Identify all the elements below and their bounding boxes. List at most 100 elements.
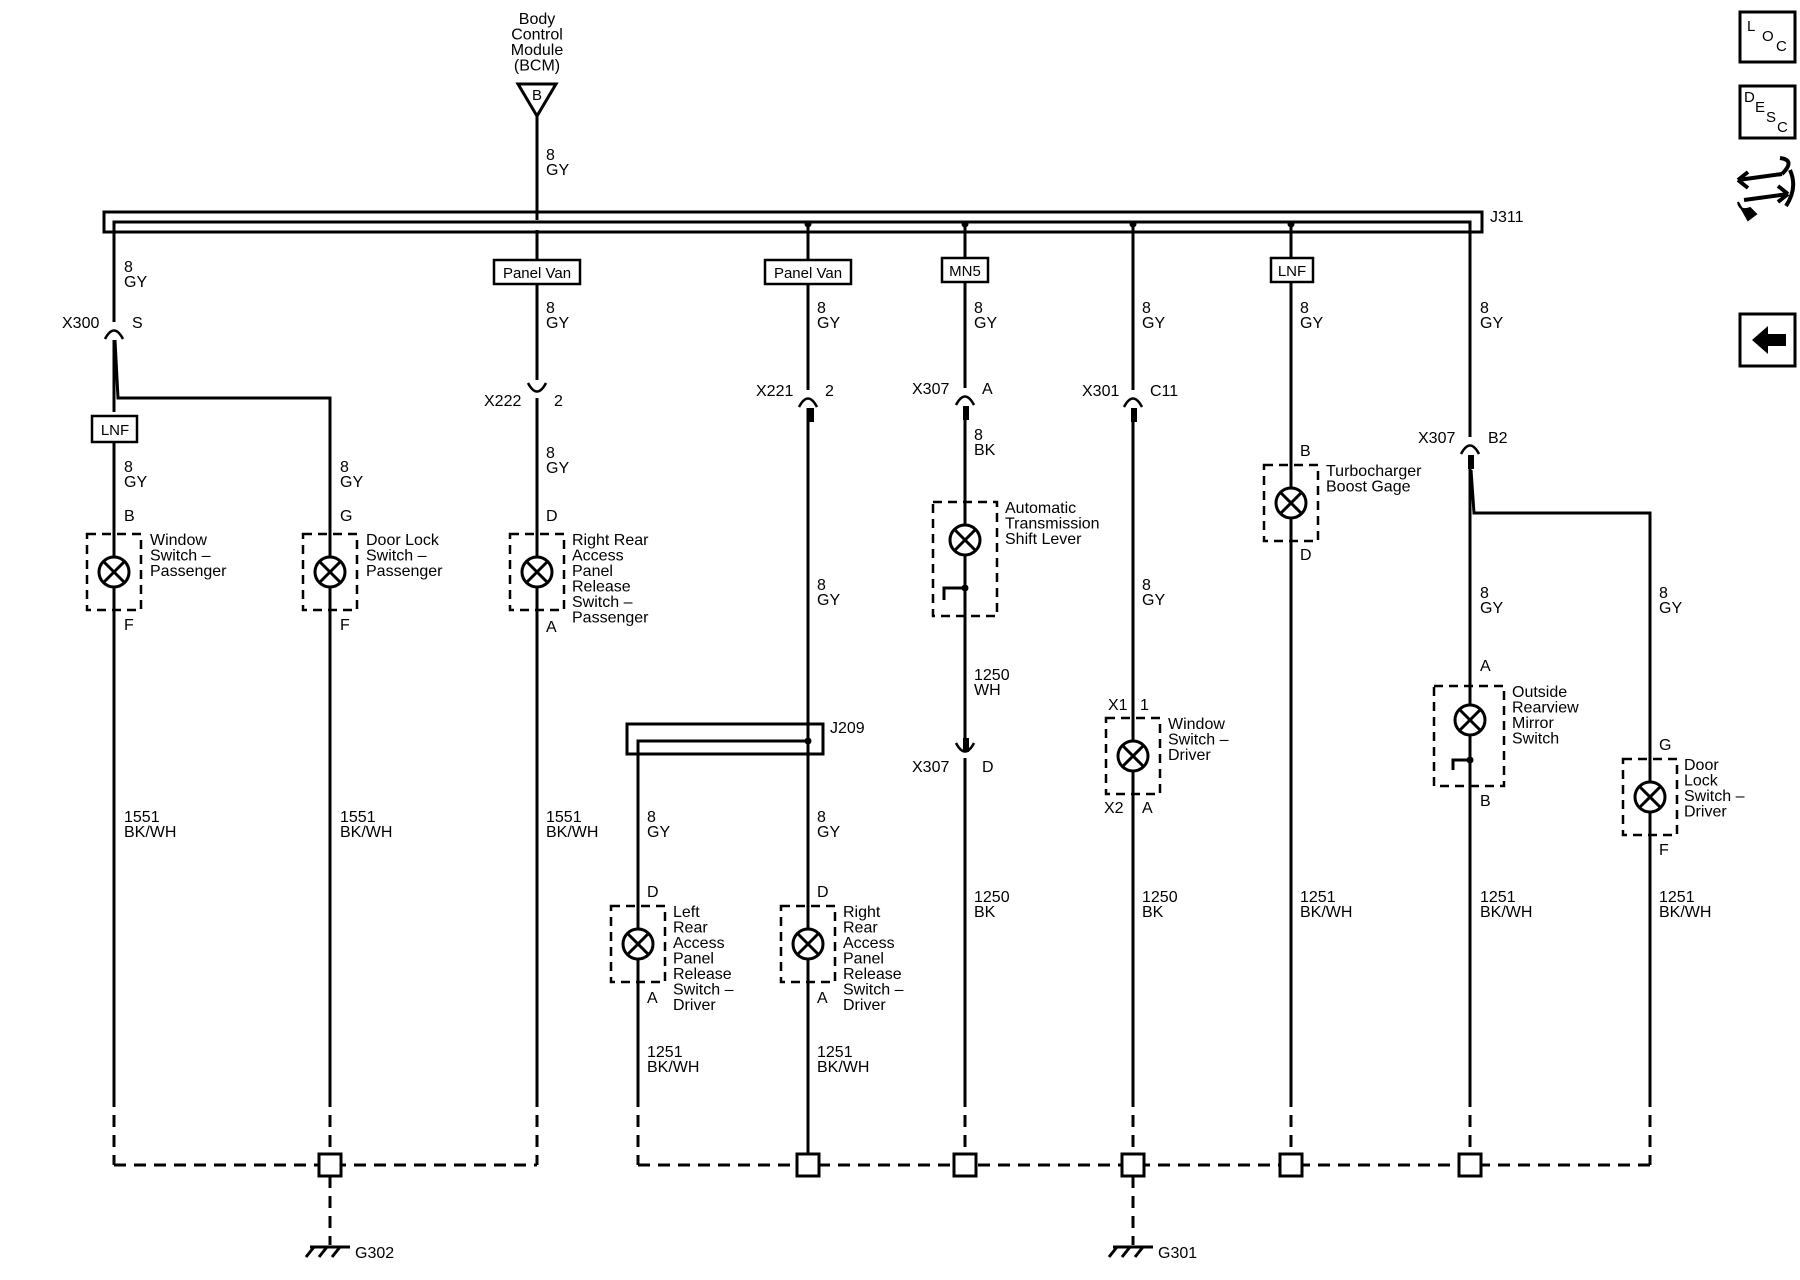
c3-pin-top: D — [546, 508, 558, 525]
ground-g301-icon — [1107, 1245, 1153, 1258]
c5-name-line: Rear — [843, 920, 878, 937]
wire-label-line: 8 — [817, 300, 826, 317]
c4-name-line: Switch – — [673, 982, 734, 999]
splice-j311-label: J311 — [1490, 209, 1524, 226]
c3-name-line: Release — [572, 579, 631, 596]
wire-label-line: BK/WH — [647, 1059, 699, 1076]
loc-letter: C — [1776, 38, 1787, 55]
component-outline — [779, 904, 837, 984]
c5-pin-top: D — [817, 884, 829, 901]
left-rear-access-panel-driver — [609, 904, 667, 984]
wire-label-line: 1250 — [974, 889, 1010, 906]
wrench-icon[interactable] — [1737, 201, 1758, 222]
splice-bar-outer — [102, 210, 1484, 234]
x222-connector — [526, 382, 548, 393]
c5-name-line: Right — [843, 904, 881, 921]
loc-letter: O — [1762, 28, 1774, 45]
wire-label-line: GY — [1142, 315, 1165, 332]
ground-g301-label: G301 — [1158, 1245, 1197, 1262]
c10-name-line: Door — [1684, 757, 1719, 774]
c4-name-line: Panel — [673, 951, 714, 968]
ground-junction — [1120, 1152, 1146, 1178]
x222-label: X222 — [484, 393, 521, 410]
wire-label-line: GY — [974, 315, 997, 332]
lamp-cross — [1638, 785, 1662, 809]
wire-label-line: 8 — [1659, 585, 1668, 602]
wire-label-line: 8 — [974, 427, 983, 444]
c7-name-line: Window — [1168, 716, 1225, 733]
c7-pin-bot: A — [1142, 800, 1153, 817]
opt-mn5: MN5 — [949, 263, 981, 280]
ground-junction — [952, 1152, 978, 1178]
right-rear-access-panel-passenger — [508, 532, 566, 612]
opt-lnf1-box — [90, 414, 139, 444]
c9-name-line: Mirror — [1512, 715, 1554, 732]
wire-label-line: BK/WH — [546, 824, 598, 841]
c7-name-line: Driver — [1168, 747, 1211, 764]
wire-label-line: GY — [817, 824, 840, 841]
x301-connector — [1122, 397, 1144, 408]
c9-pin-top: A — [1480, 658, 1491, 675]
x221-pin: 2 — [825, 383, 834, 400]
location-button[interactable]: LOC — [1738, 10, 1797, 64]
bcm-label-line: Control — [511, 27, 563, 44]
c4-name-line: Release — [673, 966, 732, 983]
splice-dot — [1287, 220, 1295, 228]
c9-name-line: Rearview — [1512, 700, 1579, 717]
wire-label-line: GY — [1480, 315, 1503, 332]
loc-letter: L — [1747, 18, 1755, 35]
wire-label-line: 8 — [1300, 300, 1309, 317]
c3-name-line: Passenger — [572, 610, 649, 627]
desc-letter: E — [1755, 99, 1765, 116]
wire-label-line: 1251 — [1659, 889, 1695, 906]
wire-label-line: GY — [546, 460, 569, 477]
c10-name-line: Driver — [1684, 804, 1727, 821]
description-button-frame[interactable] — [1738, 84, 1797, 140]
ground-tick — [304, 1246, 316, 1258]
ground-g302-icon — [304, 1245, 350, 1258]
splice-j209-outer — [625, 722, 825, 756]
door-lock-switch-driver — [1621, 757, 1679, 837]
ground-junction — [1457, 1152, 1483, 1178]
c3-name-line: Panel — [572, 563, 613, 580]
wire-label-line: 8 — [817, 809, 826, 826]
c7-name-line: Switch – — [1168, 732, 1229, 749]
x221-pin-block — [808, 408, 814, 422]
c10-name-line: Lock — [1684, 773, 1719, 790]
wire-label-line: 1251 — [647, 1044, 683, 1061]
desc-letter: C — [1777, 119, 1788, 136]
c3-name-line: Switch – — [572, 594, 633, 611]
wire — [113, 339, 332, 1095]
back-button[interactable] — [1738, 312, 1797, 368]
c5-name-line: Release — [843, 966, 902, 983]
wire — [1469, 469, 1652, 1095]
c3-name-line: Right Rear — [572, 532, 649, 549]
wire-label-line: 1551 — [546, 809, 582, 826]
back-arrow-icon[interactable] — [1752, 326, 1786, 354]
splice-dot — [961, 584, 969, 592]
wire-label-line: 1551 — [340, 809, 376, 826]
c8-name-line: Turbocharger — [1326, 463, 1422, 480]
c4-pin-top: D — [647, 884, 659, 901]
connector-icon-path[interactable] — [1736, 156, 1796, 208]
wire-label-line: BK/WH — [124, 824, 176, 841]
bcm-label-line: Module — [511, 42, 564, 59]
wire-label-line: 1250 — [974, 667, 1010, 684]
c2-name-line: Switch – — [366, 548, 427, 565]
wire-label-line: GY — [546, 315, 569, 332]
c5-name-line: Switch – — [843, 982, 904, 999]
c1-name-line: Switch – — [150, 548, 211, 565]
wire-label-line: GY — [1300, 315, 1323, 332]
mirror-switch-outline — [1432, 684, 1506, 788]
splice-dot — [961, 220, 969, 228]
location-button-frame[interactable] — [1738, 10, 1797, 64]
component-outline — [1262, 463, 1320, 543]
door-lock-switch-passenger — [301, 532, 359, 612]
ground-g302-label: G302 — [355, 1245, 394, 1262]
wire-label-line: 8 — [124, 259, 133, 276]
bcm-label-line: (BCM) — [514, 58, 560, 75]
connector-icon[interactable] — [1736, 156, 1796, 222]
ground-tick — [317, 1246, 329, 1258]
